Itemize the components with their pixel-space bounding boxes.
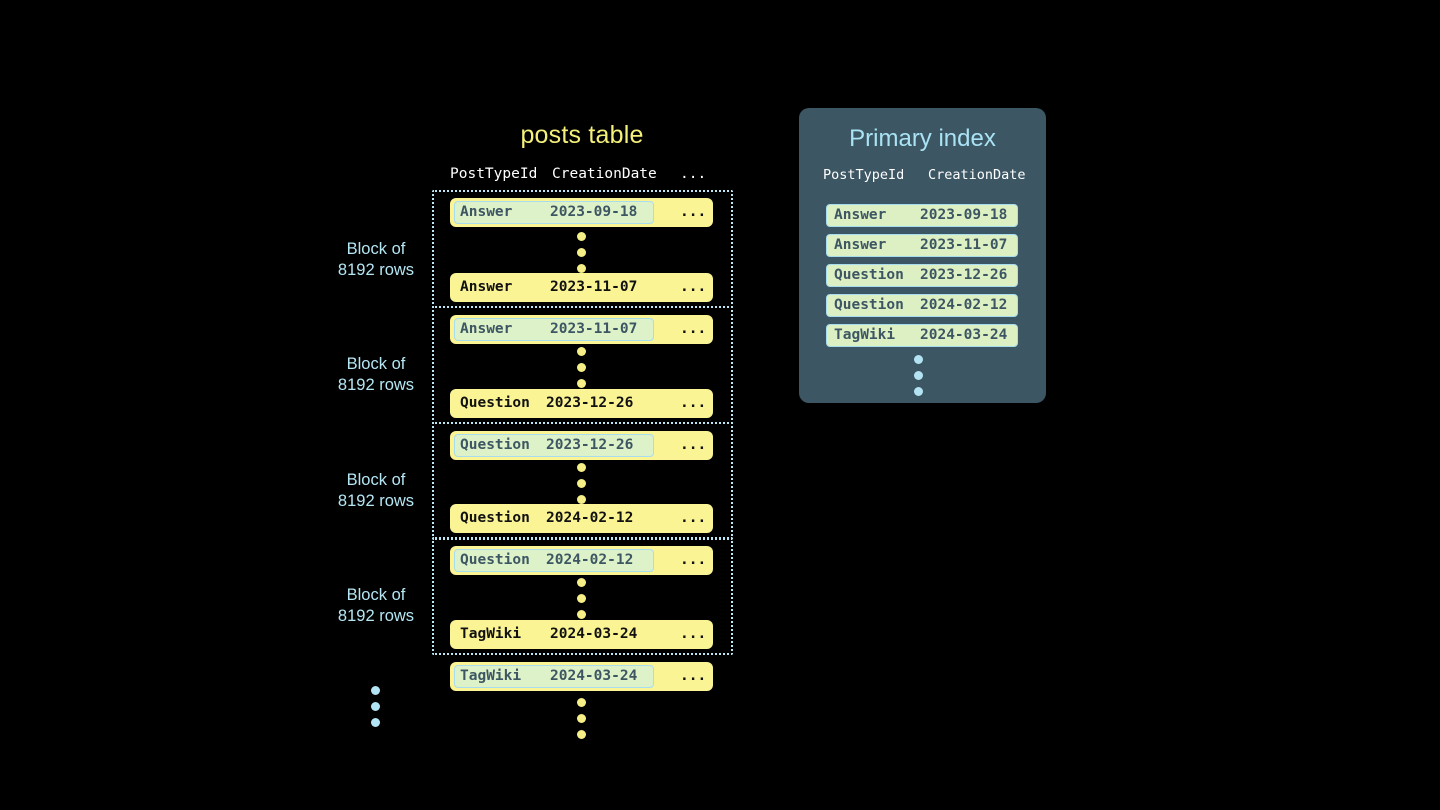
cell-creation-date: 2024-02-12 xyxy=(546,552,634,568)
cell-creation-date: 2024-03-24 xyxy=(550,626,638,642)
block-label-2-line1: Block of xyxy=(346,355,406,373)
table-row: Question 2024-02-12 ... xyxy=(450,546,713,575)
cell-ellipsis: ... xyxy=(680,321,707,337)
index-cell-creation-date: 2023-12-26 xyxy=(920,267,1008,283)
row-highlight-chip xyxy=(454,318,654,341)
index-cell-post-type-id: Answer xyxy=(834,207,887,223)
row-ellipsis-dots xyxy=(577,463,587,511)
cell-creation-date: 2024-02-12 xyxy=(546,510,634,526)
cell-ellipsis: ... xyxy=(680,510,707,526)
row-highlight-chip xyxy=(454,549,654,572)
index-row: Question 2024-02-12 xyxy=(826,294,1018,317)
block-label-1: Block of 8192 rows xyxy=(316,239,436,281)
index-row: TagWiki 2024-03-24 xyxy=(826,324,1018,347)
table-row: Question 2023-12-26 ... xyxy=(450,431,713,460)
block-label-1-line2: 8192 rows xyxy=(337,261,415,279)
block-label-3-line2: 8192 rows xyxy=(337,492,415,510)
index-cell-post-type-id: Question xyxy=(834,297,904,313)
primary-index-column-headers: PostTypeId CreationDate xyxy=(823,167,1026,187)
cell-post-type-id: Answer xyxy=(460,204,513,220)
table-row: Answer 2023-11-07 ... xyxy=(450,273,713,302)
index-cell-post-type-id: TagWiki xyxy=(834,327,896,343)
index-continuation-dots xyxy=(914,355,924,403)
block-frame-3 xyxy=(432,422,733,540)
cell-ellipsis: ... xyxy=(680,395,707,411)
cell-ellipsis: ... xyxy=(680,204,707,220)
block-label-1-line1: Block of xyxy=(346,240,406,258)
cell-post-type-id: Answer xyxy=(460,321,513,337)
table-row: Answer 2023-09-18 ... xyxy=(450,198,713,227)
block-frame-4 xyxy=(432,537,733,655)
cell-post-type-id: Question xyxy=(460,437,530,453)
blocks-continuation-dots xyxy=(371,686,381,734)
table-row: Answer 2023-11-07 ... xyxy=(450,315,713,344)
cell-post-type-id: Question xyxy=(460,552,530,568)
row-ellipsis-dots xyxy=(577,232,587,280)
index-row: Answer 2023-11-07 xyxy=(826,234,1018,257)
table-row: TagWiki 2024-03-24 ... xyxy=(450,662,713,691)
row-highlight-chip xyxy=(454,434,654,457)
index-cell-creation-date: 2024-02-12 xyxy=(920,297,1008,313)
index-cell-post-type-id: Answer xyxy=(834,237,887,253)
cell-post-type-id: Question xyxy=(460,395,530,411)
index-cell-creation-date: 2023-11-07 xyxy=(920,237,1008,253)
cell-creation-date: 2023-11-07 xyxy=(550,321,638,337)
cell-post-type-id: Question xyxy=(460,510,530,526)
index-cell-post-type-id: Question xyxy=(834,267,904,283)
index-column-header-post-type-id: PostTypeId xyxy=(823,167,905,183)
cell-creation-date: 2023-12-26 xyxy=(546,395,634,411)
column-header-ellipsis: ... xyxy=(680,166,707,182)
cell-creation-date: 2023-09-18 xyxy=(550,204,638,220)
table-row: Question 2023-12-26 ... xyxy=(450,389,713,418)
row-highlight-chip xyxy=(454,665,654,688)
posts-table-column-headers: PostTypeId CreationDate ... xyxy=(450,166,713,186)
index-cell-creation-date: 2024-03-24 xyxy=(920,327,1008,343)
column-header-creation-date: CreationDate xyxy=(552,166,657,182)
table-row: Question 2024-02-12 ... xyxy=(450,504,713,533)
cell-ellipsis: ... xyxy=(680,668,707,684)
cell-ellipsis: ... xyxy=(680,626,707,642)
row-ellipsis-dots xyxy=(577,578,587,626)
cell-creation-date: 2024-03-24 xyxy=(550,668,638,684)
cell-creation-date: 2023-11-07 xyxy=(550,279,638,295)
row-ellipsis-dots xyxy=(577,347,587,395)
cell-post-type-id: Answer xyxy=(460,279,513,295)
cell-ellipsis: ... xyxy=(680,279,707,295)
cell-post-type-id: TagWiki xyxy=(460,668,522,684)
primary-index-title: Primary index xyxy=(849,125,996,152)
cell-post-type-id: TagWiki xyxy=(460,626,522,642)
cell-creation-date: 2023-12-26 xyxy=(546,437,634,453)
column-header-post-type-id: PostTypeId xyxy=(450,166,538,182)
cell-ellipsis: ... xyxy=(680,552,707,568)
primary-index-panel: Primary index PostTypeId CreationDate An… xyxy=(799,108,1046,403)
block-label-2: Block of 8192 rows xyxy=(316,354,436,396)
block-label-3-line1: Block of xyxy=(346,471,406,489)
block-label-2-line2: 8192 rows xyxy=(337,376,415,394)
block-label-4: Block of 8192 rows xyxy=(316,585,436,627)
table-row: TagWiki 2024-03-24 ... xyxy=(450,620,713,649)
block-label-4-line1: Block of xyxy=(346,586,406,604)
block-label-4-line2: 8192 rows xyxy=(337,607,415,625)
index-column-header-creation-date: CreationDate xyxy=(928,167,1026,183)
block-label-3: Block of 8192 rows xyxy=(316,470,436,512)
index-row: Answer 2023-09-18 xyxy=(826,204,1018,227)
index-row: Question 2023-12-26 xyxy=(826,264,1018,287)
index-cell-creation-date: 2023-09-18 xyxy=(920,207,1008,223)
row-highlight-chip xyxy=(454,201,654,224)
table-continuation-dots xyxy=(577,698,587,746)
posts-table-title: posts table xyxy=(520,121,644,149)
cell-ellipsis: ... xyxy=(680,437,707,453)
